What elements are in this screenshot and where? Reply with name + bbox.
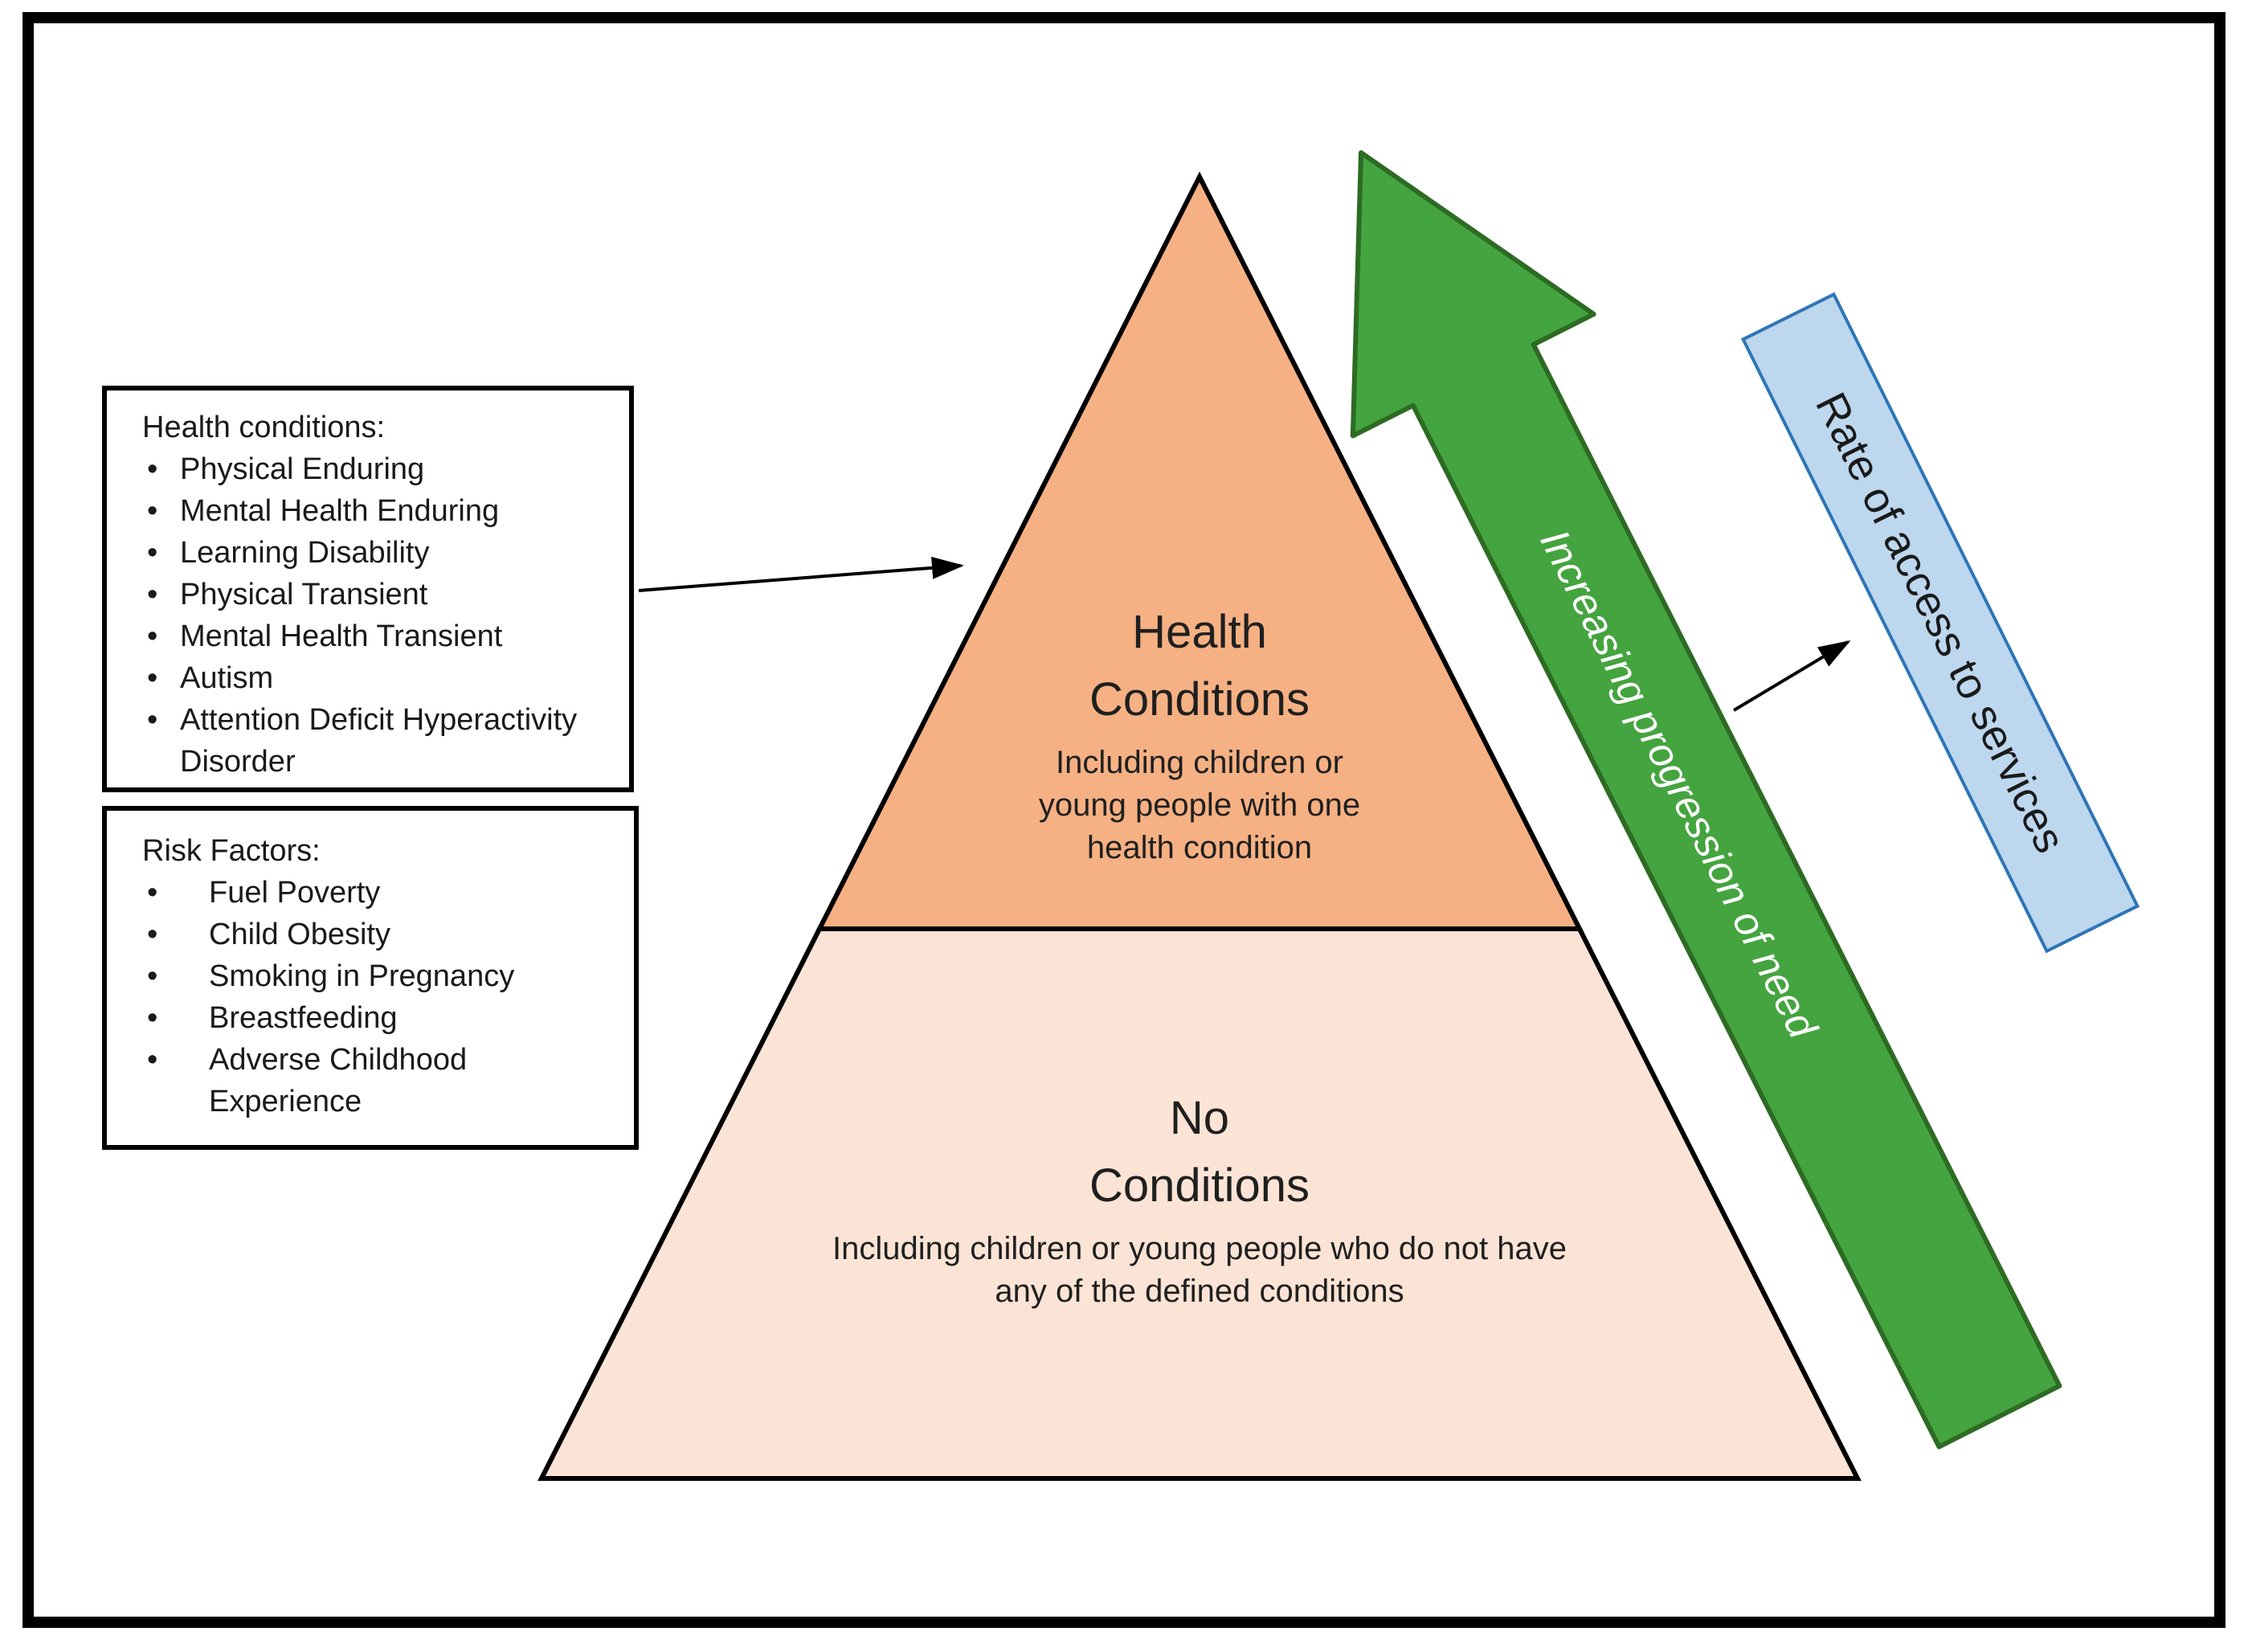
health-condition-item: Physical Enduring [142, 448, 615, 490]
health-condition-item: Autism [142, 657, 615, 699]
pyramid-top-tier [815, 171, 1584, 931]
health-conditions-box: Health conditions: Physical Enduring Men… [102, 386, 634, 792]
rate-of-access-banner-shape [1740, 292, 2140, 954]
risk-factor-item: Child Obesity [142, 914, 619, 955]
risk-factor-item: Smoking in Pregnancy [142, 955, 619, 997]
health-conditions-title: Health conditions: [142, 411, 386, 444]
health-conditions-list: Physical Enduring Mental Health Enduring… [142, 448, 615, 783]
outer-frame [22, 12, 2226, 1628]
risk-factors-title: Risk Factors: [142, 834, 321, 868]
health-box-connector-arrow [638, 556, 964, 592]
health-condition-item: Attention Deficit Hyperactivity Disorder [142, 699, 615, 783]
risk-factors-box: Risk Factors: Fuel Poverty Child Obesity… [102, 806, 639, 1150]
risk-factor-item: Adverse Childhood Experience [142, 1039, 619, 1122]
risk-factor-item: Fuel Poverty [142, 872, 619, 914]
risk-factors-list: Fuel Poverty Child Obesity Smoking in Pr… [142, 872, 619, 1122]
services-connector-arrow [1732, 640, 1851, 712]
health-condition-item: Mental Health Transient [142, 615, 615, 657]
health-condition-item: Physical Transient [142, 574, 615, 615]
health-condition-item: Learning Disability [142, 532, 615, 574]
progression-up-arrow [1350, 150, 2062, 1450]
pyramid-bottom-tier [537, 926, 1862, 1481]
health-condition-item: Mental Health Enduring [142, 490, 615, 532]
risk-factor-item: Breastfeeding [142, 997, 619, 1039]
